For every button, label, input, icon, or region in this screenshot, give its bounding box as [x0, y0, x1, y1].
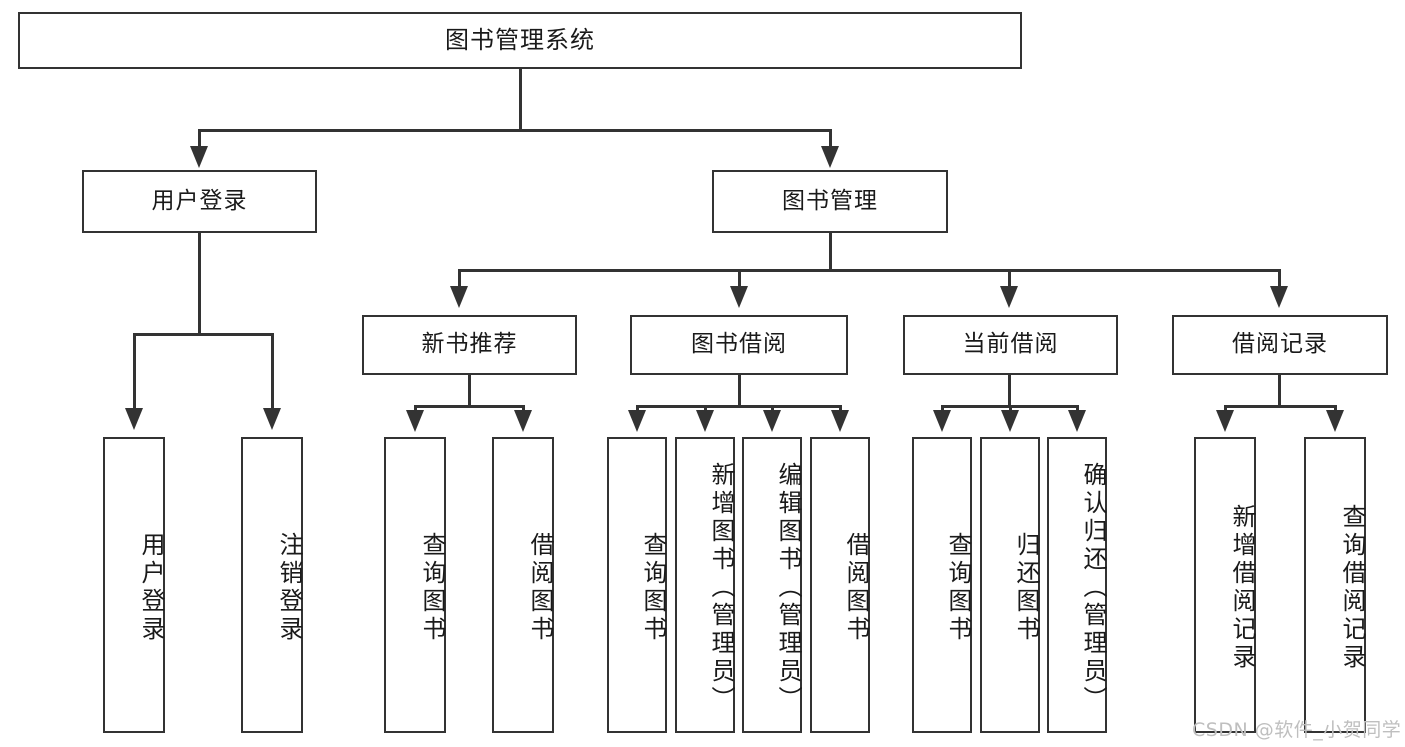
arrowhead-new-book-to-leaf2 — [514, 410, 532, 432]
node-new-book-recommend[interactable]: 新书推荐 — [362, 315, 577, 375]
node-label: 图书借阅 — [691, 331, 787, 358]
connector-current-borrow-to-leaf2 — [1009, 405, 1012, 411]
node-label: 注销登录 — [275, 532, 303, 644]
connector-new-book-to-leaf1 — [414, 405, 417, 411]
node-label: 图书管理系统 — [445, 26, 595, 55]
node-leaf-user-login[interactable]: 用户登录 — [103, 437, 165, 733]
node-user-login[interactable]: 用户登录 — [82, 170, 317, 233]
connector-book-borrow-to-leaf4 — [839, 405, 842, 411]
node-label: 新书推荐 — [421, 331, 518, 358]
connector-root-to-book-management — [829, 129, 832, 148]
arrowhead-current-borrow-to-leaf2 — [1001, 410, 1019, 432]
connector-book-borrow-stem — [738, 375, 741, 407]
node-label: 查询图书 — [944, 532, 972, 644]
node-label: 借阅图书 — [526, 532, 554, 644]
arrowhead-borrow-record-to-leaf2 — [1326, 410, 1344, 432]
connector-current-borrow-to-leaf1 — [941, 405, 944, 411]
node-label: 图书管理 — [782, 187, 878, 214]
watermark-text: CSDN @软件_小贺同学 — [1192, 719, 1402, 741]
connector-new-book-to-leaf2 — [522, 405, 525, 411]
connector-current-borrow-to-leaf3 — [1076, 405, 1079, 411]
node-leaf-add-record[interactable]: 新增借阅记录 — [1194, 437, 1256, 733]
connector-borrow-record-bar — [1224, 405, 1336, 408]
arrowhead-user-login-to-leaf2 — [263, 408, 281, 430]
node-root-system[interactable]: 图书管理系统 — [18, 12, 1022, 69]
node-book-borrow[interactable]: 图书借阅 — [630, 315, 848, 375]
arrowhead-bm-to-borrow-record — [1270, 286, 1288, 308]
node-label: 编辑图书（管理员） — [774, 462, 802, 714]
arrowhead-book-borrow-to-leaf2 — [696, 410, 714, 432]
connector-borrow-record-stem — [1278, 375, 1281, 407]
connector-current-borrow-stem — [1008, 375, 1011, 407]
arrowhead-book-borrow-to-leaf1 — [628, 410, 646, 432]
connector-bm-to-book-borrow — [738, 269, 741, 287]
connector-book-management-stem — [829, 233, 832, 271]
node-current-borrow[interactable]: 当前借阅 — [903, 315, 1118, 375]
node-label: 确认归还（管理员） — [1079, 462, 1107, 714]
node-leaf-confirm-return[interactable]: 确认归还（管理员） — [1047, 437, 1107, 733]
connector-book-management-bar — [458, 269, 1280, 272]
node-label: 新增借阅记录 — [1228, 504, 1256, 672]
node-label: 借阅记录 — [1232, 331, 1328, 358]
node-leaf-return-book[interactable]: 归还图书 — [980, 437, 1040, 733]
node-label: 用户登录 — [137, 532, 165, 644]
arrowhead-bm-to-new-book — [450, 286, 468, 308]
node-leaf-logout[interactable]: 注销登录 — [241, 437, 303, 733]
arrowhead-user-login-to-leaf1 — [125, 408, 143, 430]
connector-user-login-to-leaf1 — [133, 333, 136, 409]
node-label: 当前借阅 — [962, 331, 1059, 358]
node-leaf-edit-book[interactable]: 编辑图书（管理员） — [742, 437, 802, 733]
arrowhead-new-book-to-leaf1 — [406, 410, 424, 432]
node-label: 用户登录 — [151, 187, 248, 214]
arrowhead-root-to-user-login — [190, 146, 208, 168]
connector-bm-to-new-book — [458, 269, 461, 287]
connector-book-borrow-to-leaf2 — [704, 405, 707, 411]
connector-user-login-stem — [198, 233, 201, 334]
node-label: 查询借阅记录 — [1338, 504, 1366, 672]
connector-borrow-record-to-leaf1 — [1224, 405, 1227, 411]
arrowhead-bm-to-current-borrow — [1000, 286, 1018, 308]
node-book-management[interactable]: 图书管理 — [712, 170, 948, 233]
connector-book-borrow-to-leaf1 — [636, 405, 639, 411]
node-label: 归还图书 — [1012, 532, 1040, 644]
connector-borrow-record-to-leaf2 — [1334, 405, 1337, 411]
arrowhead-book-borrow-to-leaf3 — [763, 410, 781, 432]
connector-root-bar — [198, 129, 831, 132]
node-label: 新增图书（管理员） — [707, 462, 735, 714]
connector-book-borrow-bar — [636, 405, 841, 408]
arrowhead-current-borrow-to-leaf1 — [933, 410, 951, 432]
connector-user-login-to-leaf2 — [271, 333, 274, 409]
arrowhead-borrow-record-to-leaf1 — [1216, 410, 1234, 432]
node-borrow-record[interactable]: 借阅记录 — [1172, 315, 1388, 375]
node-leaf-add-book[interactable]: 新增图书（管理员） — [675, 437, 735, 733]
arrowhead-root-to-book-management — [821, 146, 839, 168]
arrowhead-bm-to-book-borrow — [730, 286, 748, 308]
arrowhead-book-borrow-to-leaf4 — [831, 410, 849, 432]
node-leaf-borrow-book-1[interactable]: 借阅图书 — [492, 437, 554, 733]
node-leaf-query-book-3[interactable]: 查询图书 — [912, 437, 972, 733]
connector-new-book-bar — [414, 405, 524, 408]
connector-bm-to-borrow-record — [1278, 269, 1281, 287]
connector-book-borrow-to-leaf3 — [771, 405, 774, 411]
node-label: 借阅图书 — [842, 532, 870, 644]
arrowhead-current-borrow-to-leaf3 — [1068, 410, 1086, 432]
node-leaf-query-book-1[interactable]: 查询图书 — [384, 437, 446, 733]
node-label: 查询图书 — [418, 532, 446, 644]
node-label: 查询图书 — [639, 532, 667, 644]
connector-new-book-stem — [468, 375, 471, 407]
connector-user-login-bar — [133, 333, 273, 336]
connector-root-stem — [519, 69, 522, 129]
node-leaf-query-record[interactable]: 查询借阅记录 — [1304, 437, 1366, 733]
node-leaf-borrow-book-2[interactable]: 借阅图书 — [810, 437, 870, 733]
connector-bm-to-current-borrow — [1008, 269, 1011, 287]
connector-root-to-user-login — [198, 129, 201, 148]
node-leaf-query-book-2[interactable]: 查询图书 — [607, 437, 667, 733]
